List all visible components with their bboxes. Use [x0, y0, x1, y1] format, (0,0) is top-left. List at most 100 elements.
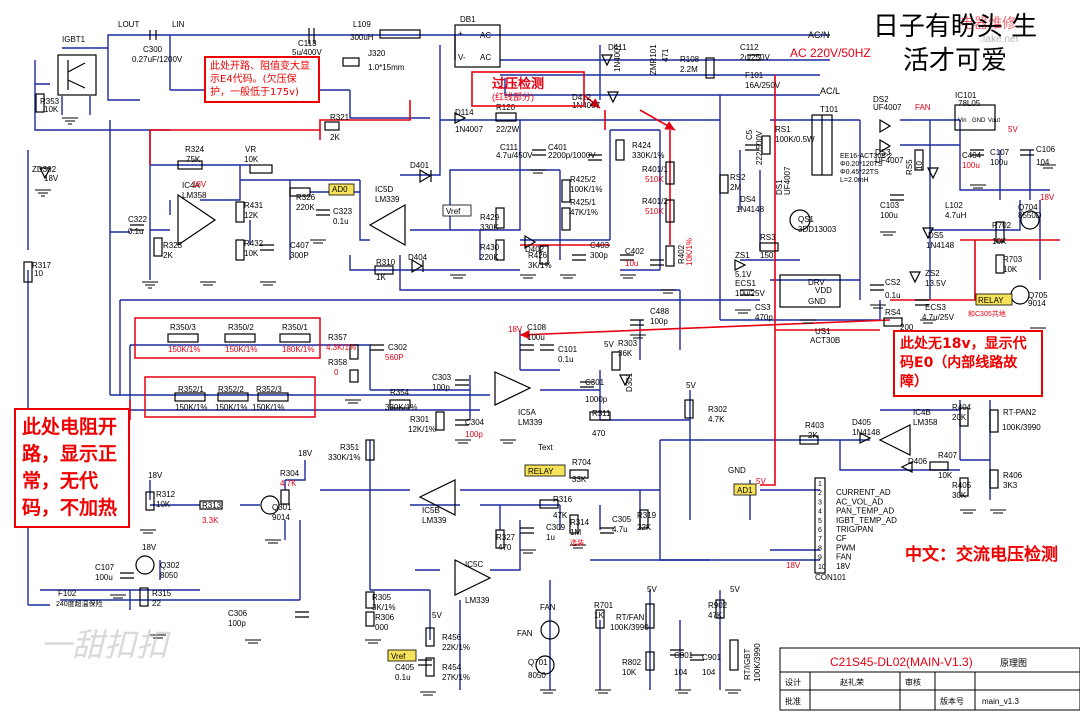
watermark-top: 电器维修 — [960, 15, 1016, 31]
svg-text:R424: R424 — [632, 141, 652, 150]
svg-text:GND: GND — [808, 297, 826, 306]
svg-text:3K3: 3K3 — [1003, 481, 1018, 490]
svg-text:RS3: RS3 — [760, 233, 776, 242]
svg-text:150K/1%: 150K/1% — [252, 403, 284, 412]
ad-tags — [328, 183, 1013, 662]
svg-text:D404: D404 — [408, 253, 428, 262]
svg-text:ZD302: ZD302 — [32, 165, 57, 174]
svg-text:100u: 100u — [990, 158, 1008, 167]
svg-text:VR: VR — [245, 145, 256, 154]
svg-text:CS3: CS3 — [755, 303, 771, 312]
svg-text:R352/1: R352/1 — [178, 385, 204, 394]
svg-text:ZS1: ZS1 — [735, 251, 750, 260]
svg-text:R431: R431 — [244, 201, 264, 210]
svg-text:C407: C407 — [290, 241, 310, 250]
svg-text:0.1u: 0.1u — [885, 291, 901, 300]
svg-text:100u: 100u — [962, 161, 980, 170]
connector-pin-label: CURRENT_AD — [836, 488, 891, 497]
svg-text:470: 470 — [592, 429, 606, 438]
svg-text:ZS2: ZS2 — [925, 269, 940, 278]
svg-text:4.7uH: 4.7uH — [945, 211, 967, 220]
svg-text:4.3K/1%: 4.3K/1% — [326, 343, 356, 352]
svg-text:16A/250V: 16A/250V — [745, 81, 781, 90]
connector-pin-label: PAN_TEMP_AD — [836, 507, 894, 516]
connector-pin-number: 10 — [818, 564, 826, 571]
svg-text:0.1u: 0.1u — [395, 673, 411, 682]
svg-text:3.3K: 3.3K — [202, 516, 219, 525]
svg-text:C322: C322 — [128, 215, 148, 224]
svg-text:000: 000 — [375, 623, 389, 632]
svg-text:1N4007: 1N4007 — [613, 43, 622, 72]
svg-text:75K: 75K — [186, 155, 201, 164]
connector-pin-number: 6 — [818, 527, 822, 534]
svg-text:4.7u/25V: 4.7u/25V — [922, 313, 955, 322]
svg-text:10u: 10u — [625, 259, 638, 268]
svg-text:LM358: LM358 — [182, 191, 207, 200]
svg-text:5V: 5V — [604, 340, 614, 349]
headline-line-1: 日子有盼头 生 — [872, 12, 1038, 42]
svg-text:5V: 5V — [432, 611, 442, 620]
svg-text:240度超温保险: 240度超温保险 — [56, 599, 103, 608]
svg-text:222/500V: 222/500V — [755, 130, 764, 165]
svg-text:main_v1.3: main_v1.3 — [982, 697, 1019, 706]
svg-text:C305: C305 — [612, 515, 632, 524]
svg-text:10: 10 — [915, 161, 924, 170]
svg-text:10K: 10K — [44, 105, 59, 114]
svg-text:10: 10 — [34, 269, 43, 278]
svg-text:R315: R315 — [152, 589, 172, 598]
svg-text:D402: D402 — [525, 245, 545, 254]
svg-text:30K: 30K — [952, 491, 967, 500]
symbols — [23, 24, 1040, 677]
svg-text:8050: 8050 — [528, 671, 546, 680]
svg-text:F102: F102 — [58, 589, 77, 598]
svg-text:22K: 22K — [637, 523, 652, 532]
svg-text:LM339: LM339 — [518, 418, 543, 427]
svg-text:R401/1: R401/1 — [642, 165, 668, 174]
svg-text:4.7u: 4.7u — [612, 525, 628, 534]
svg-text:LM358: LM358 — [913, 418, 938, 427]
svg-text:100p: 100p — [465, 430, 483, 439]
svg-text:US1: US1 — [815, 327, 831, 336]
svg-text:18V: 18V — [298, 449, 313, 458]
svg-text:R403: R403 — [805, 421, 825, 430]
ac-n-label: AC/N — [808, 30, 830, 40]
svg-text:F101: F101 — [745, 71, 764, 80]
svg-text:510K: 510K — [645, 175, 664, 184]
svg-text:5V: 5V — [730, 585, 740, 594]
svg-text:100K/3990: 100K/3990 — [1002, 423, 1041, 432]
svg-text:GND: GND — [728, 466, 746, 475]
svg-text:Q701: Q701 — [528, 658, 548, 667]
igbt-symbol — [57, 54, 97, 96]
svg-text:5u/400V: 5u/400V — [292, 48, 322, 57]
svg-text:IC4B: IC4B — [913, 408, 931, 417]
svg-text:DS4: DS4 — [740, 195, 756, 204]
connector-pin-label: AC_VOL_AD — [836, 497, 883, 506]
svg-text:R304: R304 — [280, 469, 300, 478]
connector-pin-number: 5 — [818, 518, 822, 525]
svg-text:LM339: LM339 — [375, 195, 400, 204]
svg-text:R406: R406 — [1003, 471, 1023, 480]
svg-text:R323: R323 — [163, 241, 183, 250]
svg-text:1N4148: 1N4148 — [736, 205, 765, 214]
svg-text:2M: 2M — [730, 183, 741, 192]
svg-text:4.7K: 4.7K — [708, 415, 725, 424]
svg-text:Φ0.45*22TS: Φ0.45*22TS — [840, 169, 879, 176]
left-annotation: 此处电阻开路，显示正常，无代码，不加热 — [14, 408, 130, 528]
svg-text:10K: 10K — [622, 668, 637, 677]
svg-text:C304: C304 — [465, 418, 485, 427]
svg-text:2K: 2K — [330, 133, 340, 142]
fuse-annotation: 此处开路、阻值变大显示E4代码。(欠压保护，一般低于175v) — [204, 56, 320, 103]
svg-text:104: 104 — [702, 668, 716, 677]
svg-text:300p: 300p — [590, 251, 608, 260]
svg-text:R326: R326 — [296, 193, 316, 202]
svg-text:IC4A: IC4A — [182, 181, 200, 190]
svg-text:R350/1: R350/1 — [282, 323, 308, 332]
svg-text:UF4007: UF4007 — [875, 156, 904, 165]
svg-text:18V: 18V — [786, 561, 801, 570]
svg-text:R306: R306 — [375, 613, 395, 622]
svg-text:R456: R456 — [442, 633, 462, 642]
svg-text:100K/1%: 100K/1% — [570, 185, 602, 194]
svg-text:510K: 510K — [645, 207, 664, 216]
svg-text:AD1: AD1 — [737, 486, 753, 495]
svg-text:4.7K: 4.7K — [280, 479, 297, 488]
